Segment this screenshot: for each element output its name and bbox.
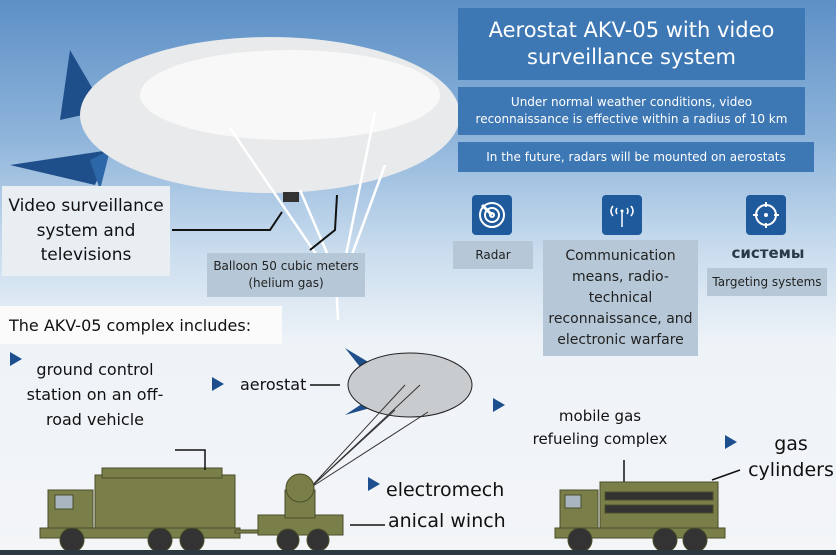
communication-label: Communication means, radio-technical rec… (543, 240, 698, 356)
video-callout: Video surveillance system and television… (2, 186, 170, 276)
target-icon (746, 195, 786, 235)
targeting-label: Targeting systems (707, 268, 827, 296)
aerostat-large-illustration (10, 37, 460, 321)
aerostat-small-illustration (309, 348, 473, 489)
item-winch-line1: electromech (386, 479, 505, 501)
bullet-icon (10, 352, 22, 366)
item-gas-refueling: mobile gas refueling complex (532, 407, 668, 449)
item-gas-cylinders: gas cylinders (748, 433, 834, 481)
title-box: Aerostat AKV-05 with video surveillance … (458, 8, 805, 80)
bullet-icon (212, 377, 224, 391)
bullet-icon (368, 477, 380, 491)
bullet-icon (493, 398, 505, 412)
complex-heading: The AKV-05 complex includes: (0, 306, 282, 344)
antenna-icon (602, 195, 642, 235)
targeting-heading: системы (731, 244, 805, 262)
radar-label: Radar (453, 241, 533, 269)
balloon-callout: Balloon 50 cubic meters (helium gas) (207, 253, 365, 297)
ground-control-truck-illustration (39, 467, 344, 553)
note-radars: In the future, radars will be mounted on… (458, 142, 814, 172)
item-winch-line2: anical winch (388, 510, 506, 532)
gas-refueling-truck-illustration (554, 481, 726, 553)
note-range: Under normal weather conditions, video r… (458, 87, 805, 135)
bullet-icon (725, 435, 737, 449)
radar-icon (472, 195, 512, 235)
item-aerostat: aerostat (240, 375, 307, 394)
item-ground-control: ground control station on an off-road ve… (26, 360, 164, 429)
